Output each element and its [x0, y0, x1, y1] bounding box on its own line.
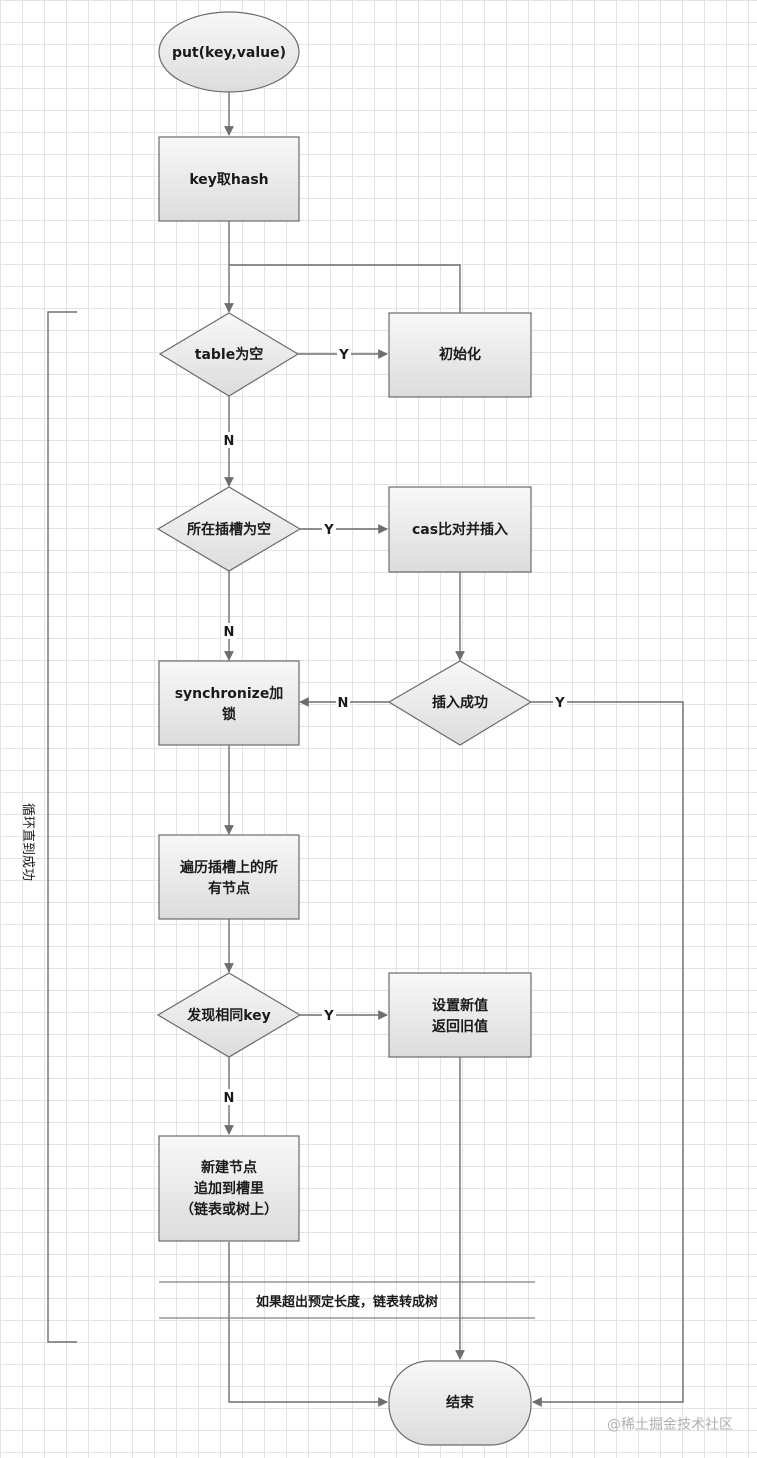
- edge-new-end: [228, 1242, 388, 1407]
- svg-text:插入成功: 插入成功: [432, 694, 488, 711]
- svg-text:key取hash: key取hash: [189, 172, 268, 188]
- same-key-decision: 发现相同key: [156, 972, 302, 1058]
- start-node: put(key,value): [158, 11, 300, 93]
- svg-text:所在插槽为空: 所在插槽为空: [187, 521, 271, 538]
- svg-text:初始化: 初始化: [439, 346, 481, 363]
- edge-label-slot-n: N: [224, 625, 235, 640]
- edge-label-success-n: N: [338, 696, 349, 711]
- edge-label-success-y: Y: [554, 696, 565, 711]
- edge-success-end: [531, 701, 684, 1407]
- svg-text:synchronize加: synchronize加: [175, 686, 284, 702]
- new-node-node: 新建节点 追加到槽里 （链表或树上）: [158, 1135, 300, 1242]
- svg-text:cas比对并插入: cas比对并插入: [412, 521, 508, 538]
- edge-label-samekey-y: Y: [323, 1009, 334, 1024]
- traverse-node: 遍历插槽上的所 有节点: [158, 834, 300, 920]
- svg-text:遍历插槽上的所: 遍历插槽上的所: [179, 859, 278, 876]
- init-node: 初始化: [388, 312, 532, 398]
- edge-label-table-y: Y: [338, 348, 349, 363]
- edge-init-loopback: [229, 264, 461, 313]
- edge-label-samekey-n: N: [224, 1091, 235, 1106]
- edge-label-slot-y: Y: [323, 523, 334, 538]
- svg-text:结束: 结束: [446, 1394, 475, 1411]
- set-new-value-node: 设置新值 返回旧值: [388, 972, 532, 1058]
- svg-text:追加到槽里: 追加到槽里: [194, 1180, 264, 1197]
- insert-success-decision: 插入成功: [387, 660, 533, 746]
- svg-text:（链表或树上）: （链表或树上）: [180, 1201, 278, 1218]
- loop-bracket: [47, 311, 77, 1343]
- svg-text:设置新值: 设置新值: [432, 997, 488, 1014]
- svg-text:有节点: 有节点: [208, 880, 250, 897]
- hash-node: key取hash: [158, 136, 300, 222]
- svg-text:发现相同key: 发现相同key: [186, 1007, 271, 1024]
- cas-insert-node: cas比对并插入: [388, 486, 532, 573]
- svg-text:新建节点: 新建节点: [201, 1159, 257, 1176]
- end-node: 结束: [388, 1360, 532, 1446]
- table-empty-decision: table为空: [158, 312, 300, 397]
- tree-conversion-note: 如果超出预定长度，链表转成树: [256, 1294, 438, 1310]
- watermark: @稀土掘金技术社区: [607, 1417, 733, 1433]
- sync-lock-node: synchronize加 锁: [158, 660, 300, 746]
- svg-text:锁: 锁: [222, 706, 236, 723]
- slot-empty-decision: 所在插槽为空: [156, 486, 302, 572]
- svg-text:返回旧值: 返回旧值: [432, 1018, 488, 1035]
- edge-label-table-n: N: [224, 434, 235, 449]
- loop-label: 循环直到成功: [20, 803, 35, 881]
- svg-text:put(key,value): put(key,value): [172, 45, 286, 61]
- svg-text:table为空: table为空: [195, 346, 263, 363]
